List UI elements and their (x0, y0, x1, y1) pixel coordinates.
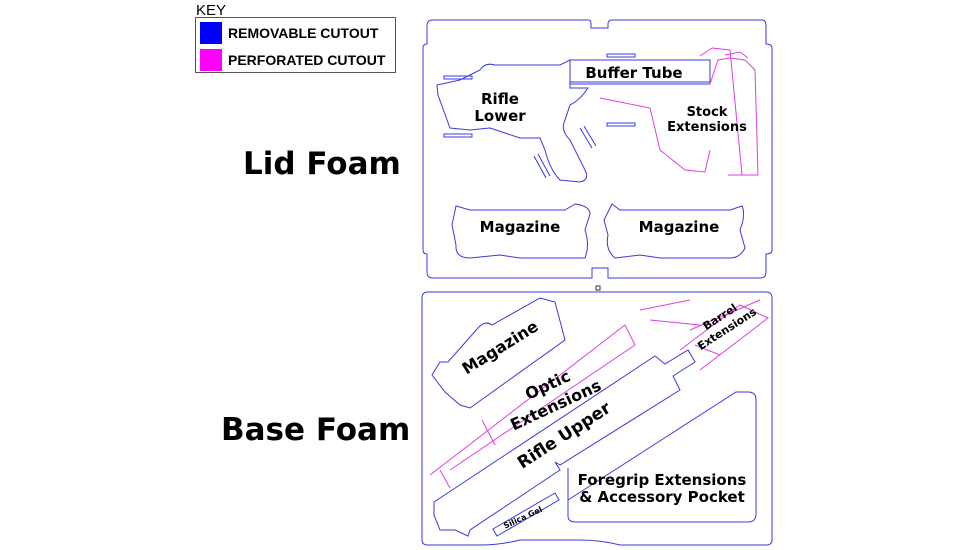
slot (443, 133, 473, 138)
legend-item-removable: REMOVABLE CUTOUT (200, 22, 378, 44)
rifle-upper-cutout (433, 349, 696, 537)
lid-foam-title: Lid Foam (243, 146, 401, 182)
buffer-tube-cutout (569, 59, 711, 85)
base-magazine-label: Magazine (459, 316, 542, 378)
foregrip-label: & Accessory Pocket (579, 488, 745, 506)
stock-extensions-label: Extensions (667, 120, 747, 135)
slot (606, 122, 636, 127)
barrel-extensions-perforation (679, 299, 769, 371)
slot (606, 53, 636, 58)
removable-swatch (200, 22, 222, 44)
magazine-right-cutout (603, 203, 746, 259)
key-title: KEY (196, 2, 227, 19)
perforated-swatch (200, 49, 222, 71)
rifle-lower-cutout (436, 59, 711, 183)
base-foam: Magazine Optic Extensions Rifle Upper Ba… (421, 291, 773, 546)
lid-foam: Rifle Lower Buffer Tube Stock Extensions… (422, 19, 773, 279)
key-legend: REMOVABLE CUTOUT PERFORATED CUTOUT (195, 17, 396, 73)
magazine-left-cutout (451, 203, 591, 259)
slot (443, 75, 473, 80)
stock-extensions-perforation (599, 47, 759, 176)
stock-extensions-label: Stock (687, 105, 728, 120)
silica-gel-label: Silica Gel (502, 505, 544, 531)
base-outline (421, 291, 773, 546)
legend-item-perforated: PERFORATED CUTOUT (200, 49, 385, 71)
foregrip-label: Foregrip Extensions (578, 471, 747, 489)
magazine-left-label: Magazine (480, 218, 561, 236)
foregrip-pocket-cutout (567, 391, 757, 523)
base-foam-title: Base Foam (221, 412, 411, 448)
hinge-marker (595, 285, 601, 291)
lid-outline (422, 19, 773, 279)
optic-extensions-perforation (429, 299, 701, 489)
slot (533, 153, 551, 179)
base-magazine-cutout (431, 297, 566, 409)
rifle-lower-label: Lower (474, 107, 526, 125)
silica-gel-cutout (492, 492, 560, 537)
rifle-lower-label: Rifle (481, 90, 519, 108)
legend-label: PERFORATED CUTOUT (228, 52, 386, 68)
slot (579, 125, 597, 149)
magazine-right-label: Magazine (639, 218, 720, 236)
buffer-tube-label: Buffer Tube (585, 64, 682, 82)
legend-label: REMOVABLE CUTOUT (228, 25, 379, 41)
